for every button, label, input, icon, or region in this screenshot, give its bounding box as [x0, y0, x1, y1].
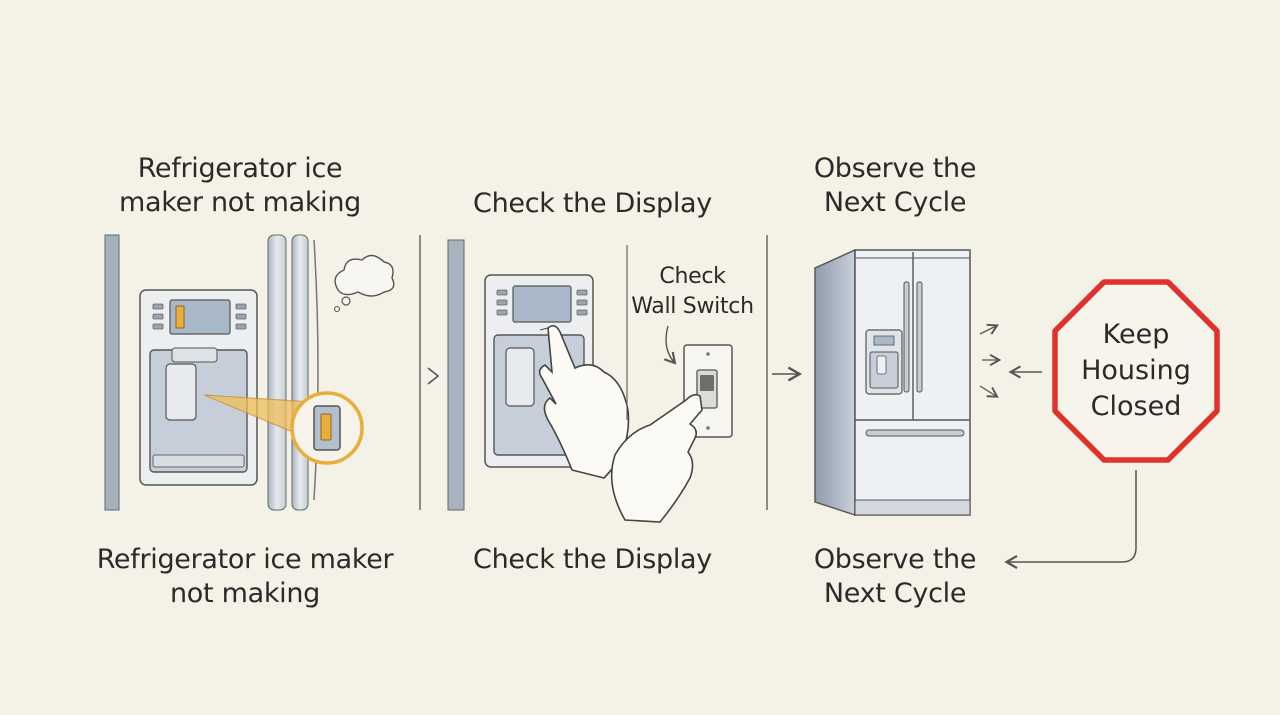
step2-illustration [447, 239, 733, 523]
stop-sign-line-3: Closed [1091, 391, 1182, 422]
step3-bottom-label: Observe the Next Cycle [813, 544, 977, 609]
step3-illustration [814, 248, 1042, 516]
wall-switch-callout: Check Wall Switch [631, 264, 754, 319]
chevron-right-icon [427, 367, 440, 385]
step1-illustration [104, 234, 395, 511]
return-arrow [1004, 470, 1137, 569]
stop-sign: Keep Housing Closed [1052, 279, 1220, 463]
stop-sign-line-1: Keep [1103, 319, 1170, 350]
step3-top-label: Observe the Next Cycle [813, 153, 977, 218]
stop-sign-line-2: Housing [1081, 355, 1191, 386]
step2-top-label: Check the Display [473, 188, 712, 219]
step1-bottom-label: Refrigerator ice maker not making [96, 544, 394, 609]
step1-top-label: Refrigerator ice maker not making [118, 153, 362, 218]
step2-bottom-label: Check the Display [473, 544, 712, 575]
